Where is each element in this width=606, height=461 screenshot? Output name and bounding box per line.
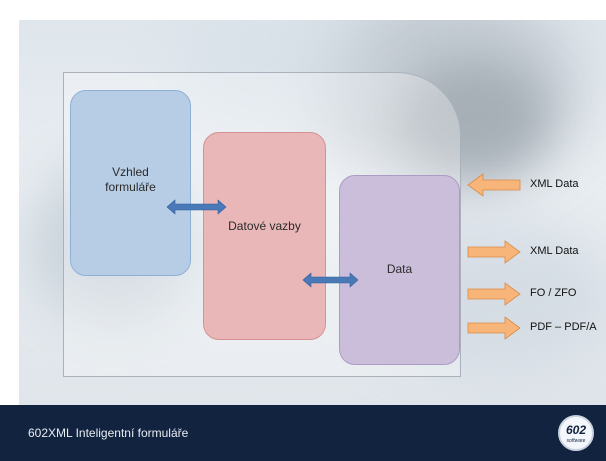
flow-label-xml-in: XML Data: [530, 178, 579, 190]
data-box: Data: [339, 175, 460, 365]
flow-label-xml-out: XML Data: [530, 245, 579, 257]
fo-zfo-out-arrow: [467, 282, 521, 306]
flow-label-pdf: PDF – PDF/A: [530, 321, 597, 333]
form-view-box: Vzhled formuláře: [70, 90, 191, 276]
data-binding-box: Datové vazby: [203, 132, 326, 340]
company-logo: 602 software: [558, 415, 594, 451]
logo-number: 602: [565, 423, 587, 437]
logo-subtext: software: [566, 438, 586, 444]
xml-data-out-arrow: [467, 240, 521, 264]
pdf-out-arrow: [467, 316, 521, 340]
xml-data-in-arrow: [467, 173, 521, 197]
form-view-label: Vzhled formuláře: [105, 165, 156, 194]
footer-title: 602XML Inteligentní formuláře: [28, 426, 189, 440]
data-binding-label: Datové vazby: [228, 218, 301, 233]
binding-data-arrow: [302, 272, 359, 288]
data-label: Data: [386, 261, 413, 276]
footer-bar: 602XML Inteligentní formuláře 602 softwa…: [0, 405, 606, 461]
view-binding-arrow: [166, 199, 227, 215]
flow-label-fo-zfo: FO / ZFO: [530, 287, 577, 299]
